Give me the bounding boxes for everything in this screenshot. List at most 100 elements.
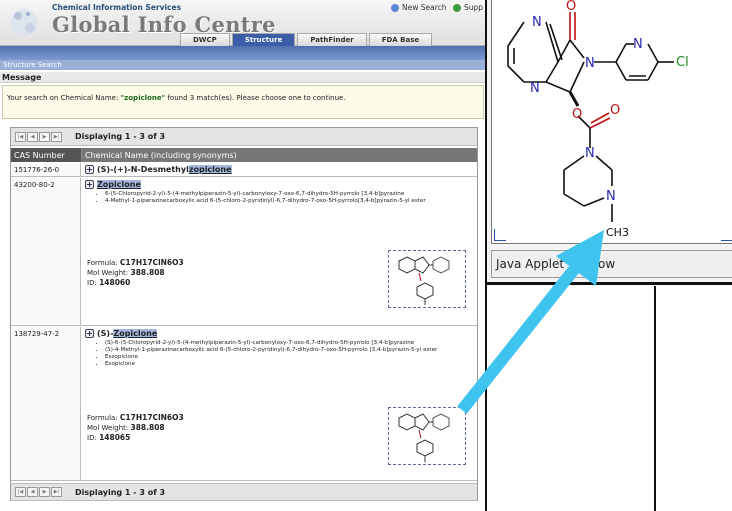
tab-dwcp[interactable]: DWCP — [180, 33, 230, 46]
expand-icon[interactable]: + — [85, 329, 94, 338]
zopiclone-structure-drawing: N N N N N N O O O Cl CH3 — [507, 0, 689, 239]
name-prefix: (S)- — [97, 329, 114, 338]
id-label: ID: — [87, 279, 97, 287]
message-heading: Message — [0, 72, 485, 83]
mol-weight-value: 388.808 — [130, 423, 165, 432]
atom-label: O — [610, 103, 620, 118]
last-page-button[interactable]: ▶| — [51, 487, 62, 497]
message-text: found 3 match(es). Please choose one to … — [165, 94, 346, 102]
atom-label: N — [585, 146, 595, 161]
synonym-item: (S)-4-Methyl-1-piperazinecarboxylic acid… — [105, 347, 475, 354]
mol-weight-label: Mol Weight: — [87, 424, 129, 432]
table-row: 151776-26-0 +(S)-(+)-N-Desmethylzopiclon… — [11, 163, 477, 177]
message-box: Your search on Chemical Name: "zopiclone… — [2, 85, 484, 119]
cas-number: 43200-80-2 — [11, 178, 81, 325]
window-edge-line — [654, 286, 656, 511]
results-table: |◀ ◀ ▶ ▶| Displaying 1 - 3 of 3 CAS Numb… — [10, 127, 478, 501]
atom-label: N — [606, 189, 616, 204]
search-icon — [391, 3, 400, 12]
section-title: Structure Search — [0, 60, 485, 70]
mol-weight-label: Mol Weight: — [87, 269, 129, 277]
synonym-item: Esopiclone — [105, 361, 475, 368]
table-row: 138729-47-2 +(S)-Zopiclone (S)-6-(5-Chlo… — [11, 327, 477, 481]
first-page-button[interactable]: |◀ — [15, 131, 26, 142]
name-cell: +Zopiclone 6-(5-Chloropyrid-2-yl)-5-(4-m… — [82, 178, 477, 325]
atom-label: N — [633, 37, 643, 52]
atom-label: N — [585, 56, 595, 71]
atom-label: N — [532, 15, 542, 30]
prev-page-button[interactable]: ◀ — [27, 487, 38, 497]
first-page-button[interactable]: |◀ — [15, 487, 26, 497]
mol-weight-value: 388.808 — [130, 268, 165, 277]
help-icon — [452, 3, 461, 12]
synonym-item: (S)-6-(5-Chloropyrid-2-yl)-5-(4-methylpi… — [105, 340, 475, 347]
name-prefix: (S)-(+)-N-Desmethyl — [97, 165, 189, 174]
structure-thumbnail-drawing — [398, 413, 450, 462]
support-link[interactable]: Supp — [452, 3, 483, 12]
browser-page: Chemical Information Services Global Inf… — [0, 0, 487, 511]
expand-icon[interactable]: + — [85, 180, 94, 189]
synonym-list: (S)-6-(5-Chloropyrid-2-yl)-5-(4-methylpi… — [99, 340, 475, 368]
compound-properties: Formula: C17H17ClN6O3 Mol Weight: 388.80… — [87, 413, 184, 443]
expand-icon[interactable]: + — [85, 165, 94, 174]
id-label: ID: — [87, 434, 97, 442]
name-match: zopiclone — [188, 165, 232, 174]
formula-value: C17H17ClN6O3 — [119, 413, 184, 422]
col-chemical-name: Chemical Name (including synonyms) — [82, 148, 477, 162]
name-cell: +(S)-(+)-N-Desmethylzopiclone — [82, 163, 477, 176]
chemical-name-link[interactable]: (S)-(+)-N-Desmethylzopiclone — [97, 165, 232, 174]
pager-bottom: |◀ ◀ ▶ ▶| Displaying 1 - 3 of 3 — [11, 483, 477, 501]
nav-strip — [0, 46, 485, 60]
message-text: Your search on Chemical Name: — [7, 94, 121, 102]
prev-page-button[interactable]: ◀ — [27, 131, 38, 142]
structure-viewer-canvas[interactable]: N N N N N N O O O Cl CH3 — [491, 0, 732, 244]
chemical-name-link[interactable]: (S)-Zopiclone — [97, 329, 158, 338]
cas-number: 151776-26-0 — [11, 163, 81, 176]
tab-structure[interactable]: Structure — [231, 33, 296, 46]
selection-corner — [721, 229, 732, 241]
last-page-button[interactable]: ▶| — [51, 131, 62, 142]
logo-icon — [11, 9, 37, 35]
atom-label: CH3 — [606, 226, 629, 239]
synonym-item: 4-Methyl-1-piperazinecarboxylic acid 6-(… — [105, 198, 475, 205]
name-match: Zopiclone — [113, 329, 158, 338]
structure-thumbnail-drawing — [398, 256, 450, 305]
header-links: New Search Supp — [387, 3, 483, 14]
search-query: "zopiclone" — [120, 94, 166, 102]
structure-thumbnail[interactable] — [388, 407, 466, 465]
site-header: Chemical Information Services Global Inf… — [0, 0, 485, 46]
selection-corner — [494, 229, 506, 241]
new-search-link[interactable]: New Search — [391, 3, 447, 12]
structure-thumbnail[interactable] — [388, 250, 466, 308]
table-header: CAS Number Chemical Name (including syno… — [11, 148, 477, 162]
formula-value: C17H17ClN6O3 — [119, 258, 184, 267]
name-match: Zopiclone — [97, 180, 141, 189]
pager-status: Displaying 1 - 3 of 3 — [75, 132, 166, 141]
next-page-button[interactable]: ▶ — [39, 487, 50, 497]
synonym-list: 6-(5-Chloropyrid-2-yl)-5-(4-methylpipera… — [99, 191, 475, 205]
pager-top: |◀ ◀ ▶ ▶| Displaying 1 - 3 of 3 — [11, 128, 477, 146]
atom-label: N — [530, 81, 540, 96]
new-search-label: New Search — [402, 3, 447, 12]
chemical-name-link[interactable]: Zopiclone — [97, 180, 141, 189]
support-label: Supp — [463, 3, 483, 12]
tab-fda-base[interactable]: FDA Base — [368, 33, 433, 46]
compound-properties: Formula: C17H17ClN6O3 Mol Weight: 388.80… — [87, 258, 184, 288]
formula-label: Formula: — [87, 414, 118, 422]
main-nav: DWCP Structure PathFinder FDA Base — [180, 33, 434, 46]
tab-pathfinder[interactable]: PathFinder — [297, 33, 367, 46]
id-value: 148060 — [99, 278, 131, 287]
atom-label: O — [566, 0, 576, 14]
name-cell: +(S)-Zopiclone (S)-6-(5-Chloropyrid-2-yl… — [82, 327, 477, 480]
cas-number: 138729-47-2 — [11, 327, 81, 480]
next-page-button[interactable]: ▶ — [39, 131, 50, 142]
synonym-item: 6-(5-Chloropyrid-2-yl)-5-(4-methylpipera… — [105, 191, 475, 198]
app-title: Global Info Centre — [52, 12, 276, 37]
col-cas-number: CAS Number — [11, 148, 82, 162]
org-name: Chemical Information Services — [52, 3, 182, 12]
formula-label: Formula: — [87, 259, 118, 267]
java-applet-window: N N N N N N O O O Cl CH3 Java Applet Win… — [478, 0, 732, 285]
id-value: 148065 — [99, 433, 131, 442]
atom-label: O — [572, 107, 582, 122]
